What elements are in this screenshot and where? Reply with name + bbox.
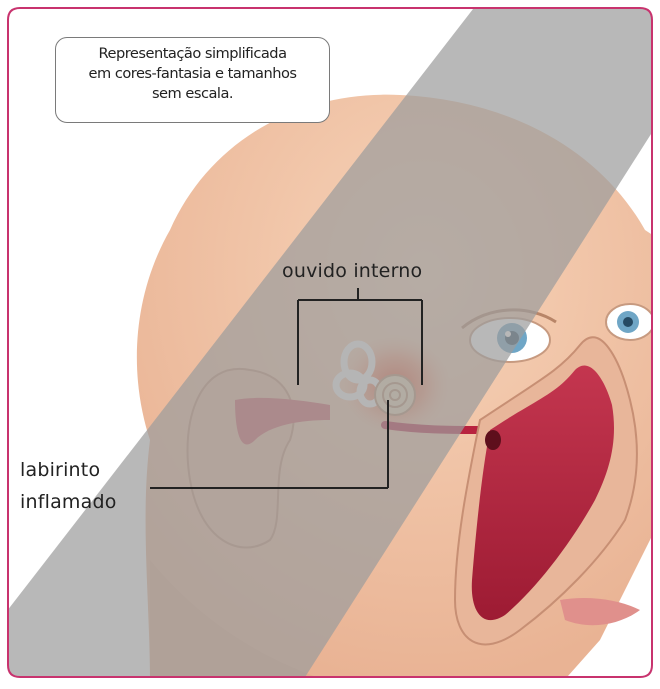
inner-ear-label: ouvido interno xyxy=(282,260,422,282)
labyrinth-label-line-1: labirinto xyxy=(20,459,100,481)
labyrinth-label-line-2: inflamado xyxy=(20,491,117,513)
note-line-3: sem escala. xyxy=(56,84,329,104)
lips xyxy=(560,598,640,625)
pharynx-opening xyxy=(485,430,501,450)
right-eye xyxy=(606,304,654,340)
note-line-2: em cores-fantasia e tamanhos xyxy=(56,64,329,84)
note-line-1: Representação simplificada xyxy=(56,44,329,64)
scale-disclaimer-note: Representação simplificada em cores-fant… xyxy=(55,37,330,123)
